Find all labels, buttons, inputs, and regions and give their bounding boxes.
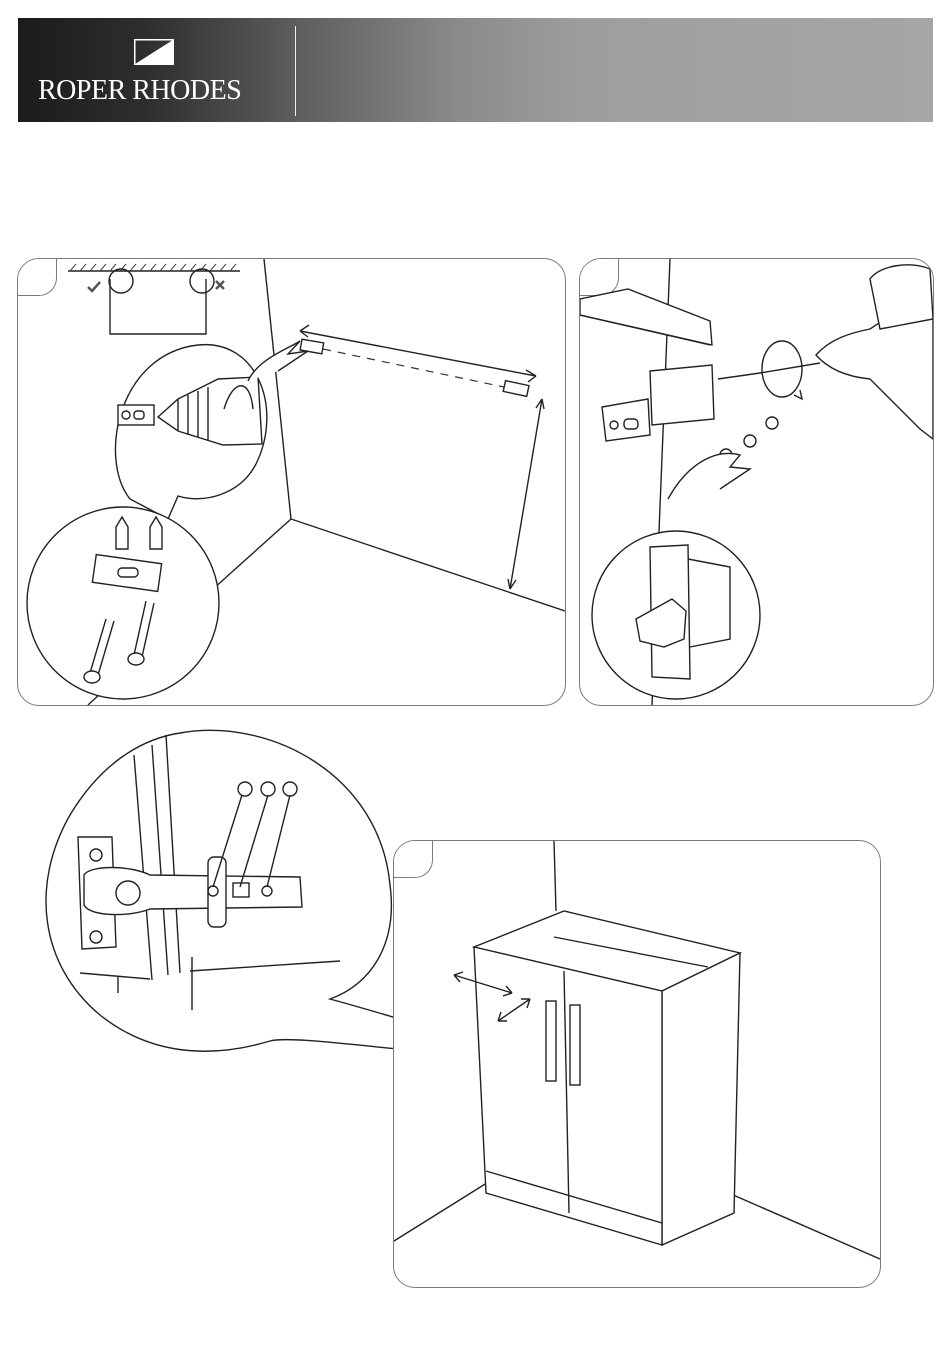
panel-wall-bracket-step: [17, 258, 566, 706]
roper-rhodes-logo-mark: [134, 39, 174, 65]
wall-plug-icon: [27, 507, 219, 699]
header-banner: ROPER RHODES: [18, 18, 933, 122]
vanity-unit-icon: [474, 911, 740, 1245]
header-divider: [295, 26, 296, 116]
ceiling-clearance-diagram: [68, 264, 240, 334]
cross-icon: [216, 281, 224, 289]
panel-bracket-adjust-step: [579, 258, 934, 706]
bracket-adjust-illustration: [580, 259, 933, 705]
screwdriver-icon: [760, 265, 933, 439]
drill-icon: [115, 341, 308, 519]
bracket-closeup-icon: [602, 365, 760, 441]
brand-name: ROPER RHODES: [38, 74, 241, 108]
panel-door-hinge-adjust-step: [393, 840, 881, 1288]
tick-icon: [88, 282, 100, 291]
vanity-unit-illustration: [394, 841, 880, 1287]
hanging-bracket-icon: [300, 325, 544, 589]
zoom-circle: [592, 453, 760, 699]
wall-bracket-illustration: [18, 259, 565, 705]
